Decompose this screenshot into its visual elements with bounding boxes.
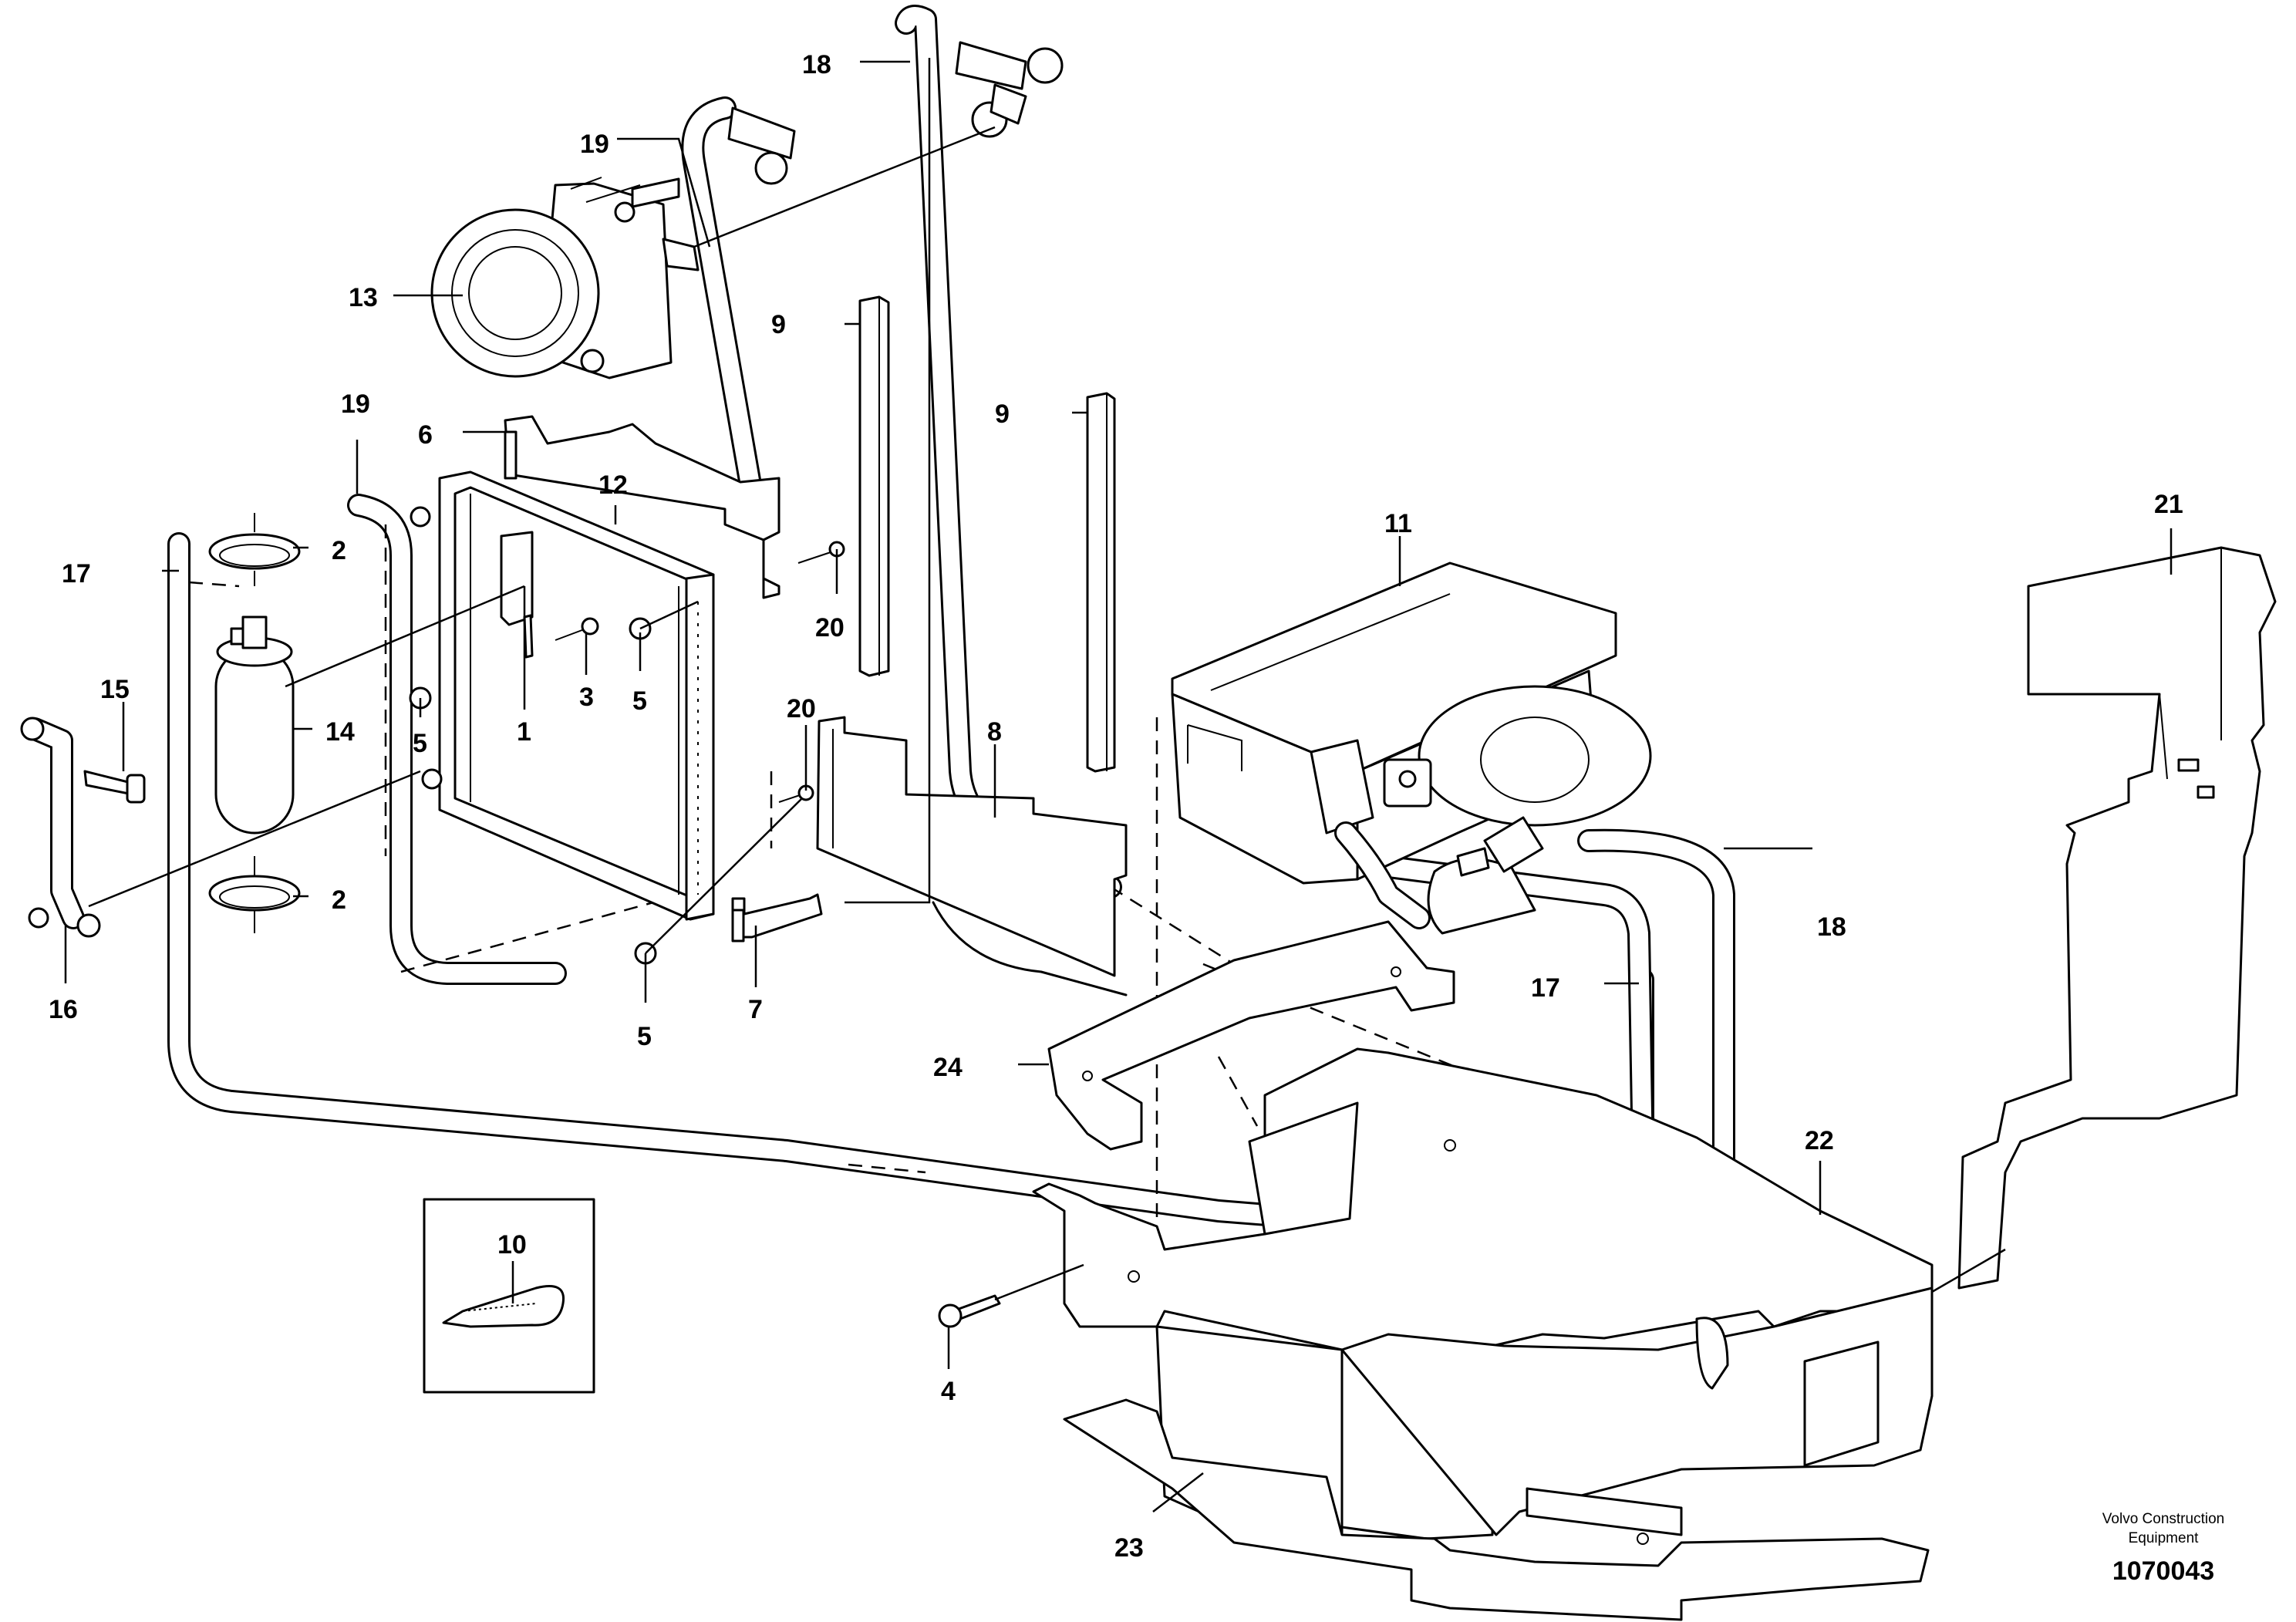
seal-strip-9a — [858, 295, 890, 677]
callout-12: 12 — [598, 470, 628, 500]
hose-16 — [20, 717, 101, 938]
callout-2-bottom: 2 — [332, 885, 346, 915]
callout-5-top: 5 — [632, 686, 647, 716]
callout-9b: 9 — [995, 400, 1010, 429]
callout-21: 21 — [2154, 490, 2183, 519]
callout-20-mid: 20 — [787, 694, 816, 723]
callout-9a: 9 — [771, 310, 786, 339]
receiver-drier-14 — [214, 615, 295, 835]
bolt-3 — [555, 617, 599, 641]
callout-20-top: 20 — [815, 613, 845, 642]
bracket-6 — [504, 415, 781, 599]
cable-tie-10-box — [423, 1198, 595, 1394]
callout-5-mid: 5 — [413, 729, 427, 758]
callout-7: 7 — [748, 995, 763, 1024]
bracket-7 — [731, 893, 823, 943]
pressure-switch-15 — [83, 770, 146, 804]
callout-18-top: 18 — [802, 50, 831, 79]
callout-13: 13 — [349, 283, 378, 312]
callout-10: 10 — [497, 1230, 527, 1259]
callout-17-left: 17 — [62, 559, 91, 588]
callout-8: 8 — [987, 717, 1002, 747]
callout-3: 3 — [579, 683, 594, 712]
callout-17-right: 17 — [1531, 973, 1560, 1003]
document-number: 1070043 — [2112, 1556, 2214, 1586]
callout-16: 16 — [49, 995, 78, 1024]
hose-19-long — [347, 96, 764, 985]
callout-23: 23 — [1114, 1533, 1144, 1563]
clamp-2-top — [208, 513, 301, 586]
callout-15: 15 — [100, 675, 130, 704]
callout-11: 11 — [1384, 509, 1412, 538]
fitting-19-top — [727, 106, 796, 185]
brand-line-1: Volvo Construction — [2102, 1511, 2224, 1527]
callout-24: 24 — [933, 1053, 963, 1082]
compressor-13 — [430, 177, 700, 379]
seal-strip-9b — [1086, 392, 1116, 773]
callout-1: 1 — [517, 717, 531, 747]
callout-14: 14 — [325, 717, 355, 747]
bolt-4 — [938, 1294, 1001, 1328]
callout-19-top: 19 — [580, 130, 609, 159]
callout-5-bottom: 5 — [637, 1022, 652, 1051]
hvac-unit-11 — [1171, 561, 1652, 935]
panel-8 — [816, 716, 1128, 977]
callout-18-right: 18 — [1817, 912, 1846, 942]
bolt-1 — [523, 614, 534, 659]
condenser-12 — [410, 470, 715, 921]
callout-4: 4 — [941, 1377, 956, 1406]
fitting-hvac-hoses — [1334, 816, 1544, 929]
hose-17-right — [1354, 852, 1654, 1168]
floor-plate-23 — [1063, 1398, 1930, 1621]
fitting-18-top — [955, 41, 1064, 138]
callout-6: 6 — [418, 420, 433, 450]
callout-22: 22 — [1805, 1126, 1834, 1155]
brand-line-2: Equipment — [2129, 1530, 2200, 1546]
bolt-20b — [778, 784, 814, 803]
tray-24 — [1047, 920, 1455, 1151]
side-panel-21 — [1957, 546, 2277, 1290]
callout-2-top: 2 — [332, 536, 346, 565]
callout-19-left: 19 — [341, 389, 370, 419]
expansion-valve — [1383, 758, 1432, 808]
clamp-2-bottom — [208, 856, 301, 933]
